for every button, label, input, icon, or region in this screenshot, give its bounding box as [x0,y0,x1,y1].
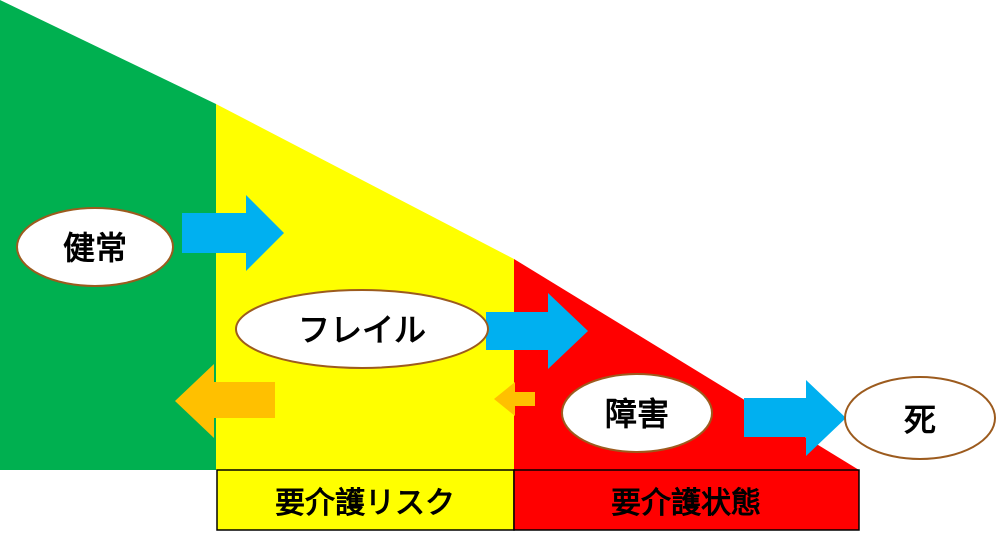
stage-frailty-label: フレイル [298,311,426,349]
stage-frailty-node [235,289,489,369]
stage-healthy-node [16,207,174,287]
arrow-left-icon [175,364,275,438]
stage-disability-node [561,373,713,453]
stage-death-label: 死 [904,401,936,439]
care-needed-band [513,469,860,531]
arrow-right-icon [744,380,846,456]
stage-death-node [844,376,996,460]
stage-disability-label: 障害 [605,395,669,433]
care-risk-band [216,469,515,531]
arrow-right-icon [486,293,588,369]
yellow-frailty-region [216,104,514,470]
arrow-right-icon [182,195,284,271]
arrow-left-icon [494,382,535,416]
care-needed-label: 要介護状態 [611,486,761,521]
care-risk-label: 要介護リスク [275,486,455,521]
stage-healthy-label: 健常 [63,229,127,267]
